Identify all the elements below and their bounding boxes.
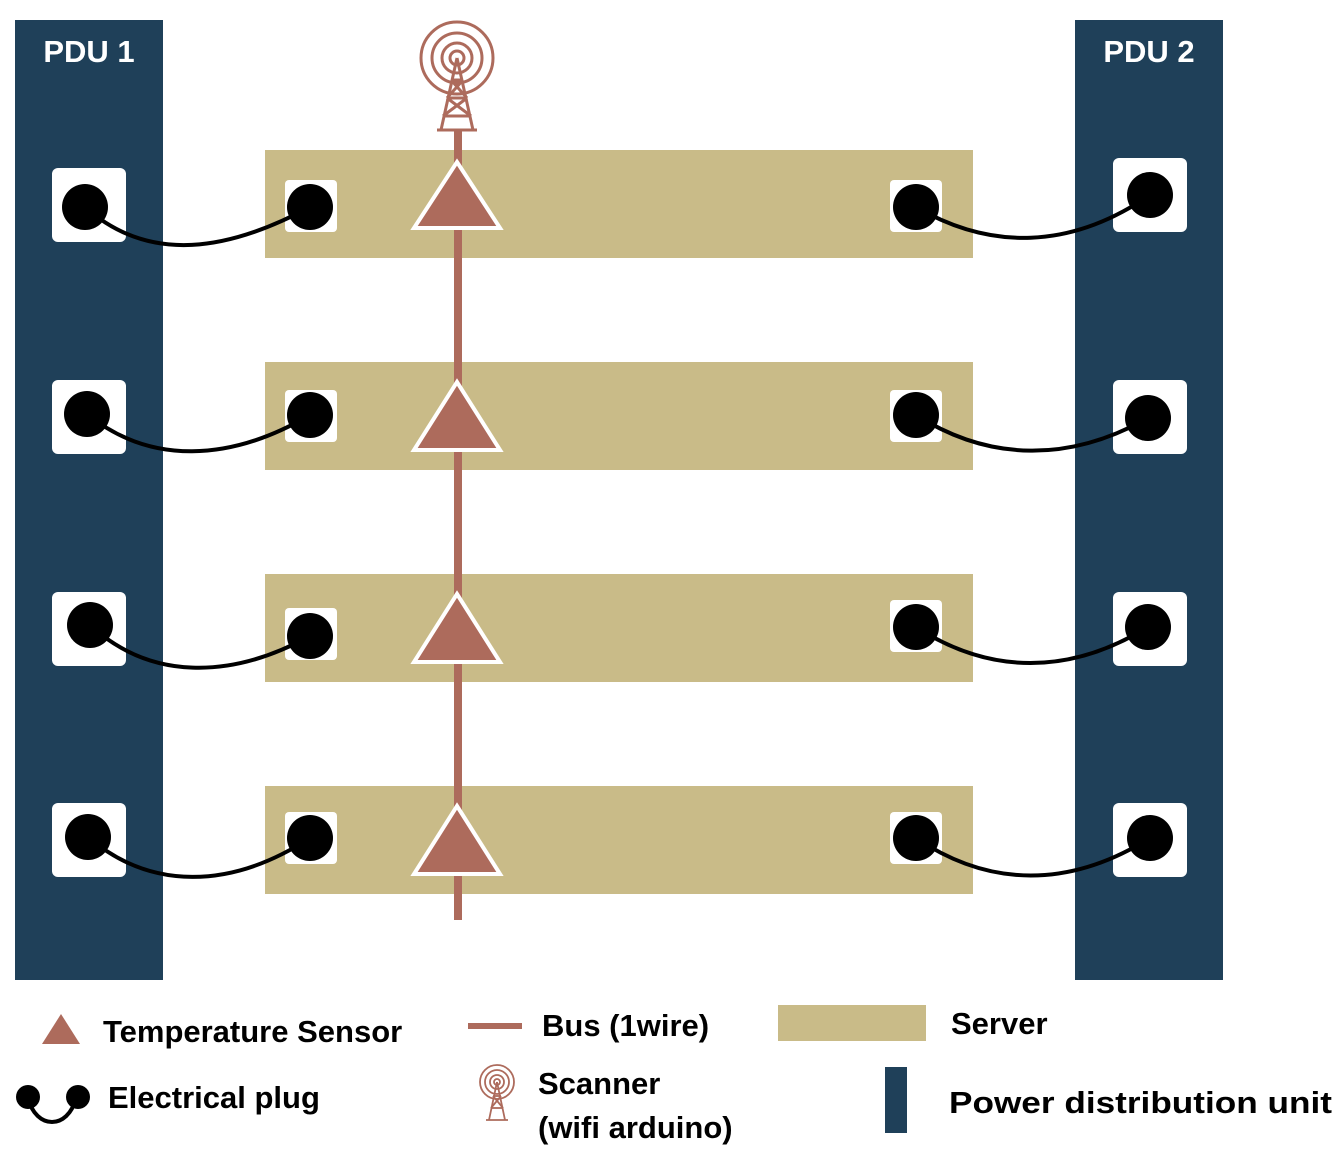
legend-server-label: Server (951, 1006, 1048, 1041)
cable-1-left (83, 205, 311, 248)
server-3 (265, 574, 973, 682)
plug-1-pdu1 (62, 184, 108, 230)
legend-pdu-label: Power distribution unit (949, 1085, 1332, 1120)
plug-4-server-right (893, 815, 939, 861)
plug-1-server-left (287, 184, 333, 230)
legend-temperature-sensor-icon (42, 1014, 80, 1044)
scanner-antenna-icon (419, 20, 495, 132)
cable-4-right (914, 836, 1152, 878)
plug-2-pdu1 (64, 391, 110, 437)
plug-3-pdu2 (1125, 604, 1171, 650)
plug-4-pdu2 (1127, 815, 1173, 861)
pdu-1-label: PDU 1 (43, 34, 134, 69)
server-4 (265, 786, 973, 894)
plug-2-server-left (287, 392, 333, 438)
legend-scanner-antenna-icon (479, 1064, 515, 1121)
cable-1-right (914, 193, 1152, 240)
temperature-sensor-3 (410, 590, 504, 664)
plug-4-server-left (287, 815, 333, 861)
legend-bus-label: Bus (1wire) (542, 1008, 709, 1043)
legend-electrical-plug-label: Electrical plug (108, 1080, 320, 1115)
plug-1-pdu2 (1127, 172, 1173, 218)
legend: Temperature Sensor Bus (1wire) Server El… (16, 1005, 1332, 1145)
cable-3-right (914, 625, 1150, 665)
plug-2-server-right (893, 392, 939, 438)
legend-scanner-label-line1: Scanner (538, 1066, 660, 1101)
legend-scanner-label-line2: (wifi arduino) (538, 1110, 733, 1145)
legend-temperature-sensor-label: Temperature Sensor (103, 1014, 402, 1049)
plug-3-pdu1 (67, 602, 113, 648)
legend-pdu-icon (885, 1067, 907, 1133)
cable-2-left (85, 412, 312, 454)
cable-4-left (86, 835, 312, 879)
legend-server-icon (778, 1005, 926, 1041)
plug-1-server-right (893, 184, 939, 230)
server-2 (265, 362, 973, 470)
server-1 (265, 150, 973, 258)
temperature-sensor-1 (410, 158, 504, 230)
plug-3-server-right (893, 604, 939, 650)
cable-2-right (914, 413, 1149, 453)
temperature-sensor-2 (410, 378, 504, 452)
plug-2-pdu2 (1125, 395, 1171, 441)
cable-3-left (88, 623, 311, 670)
plug-4-pdu1 (65, 814, 111, 860)
plug-3-server-left (287, 613, 333, 659)
temperature-sensor-4 (410, 802, 504, 876)
legend-electrical-plug-icon (16, 1085, 90, 1124)
pdu-2-label: PDU 2 (1103, 34, 1194, 69)
